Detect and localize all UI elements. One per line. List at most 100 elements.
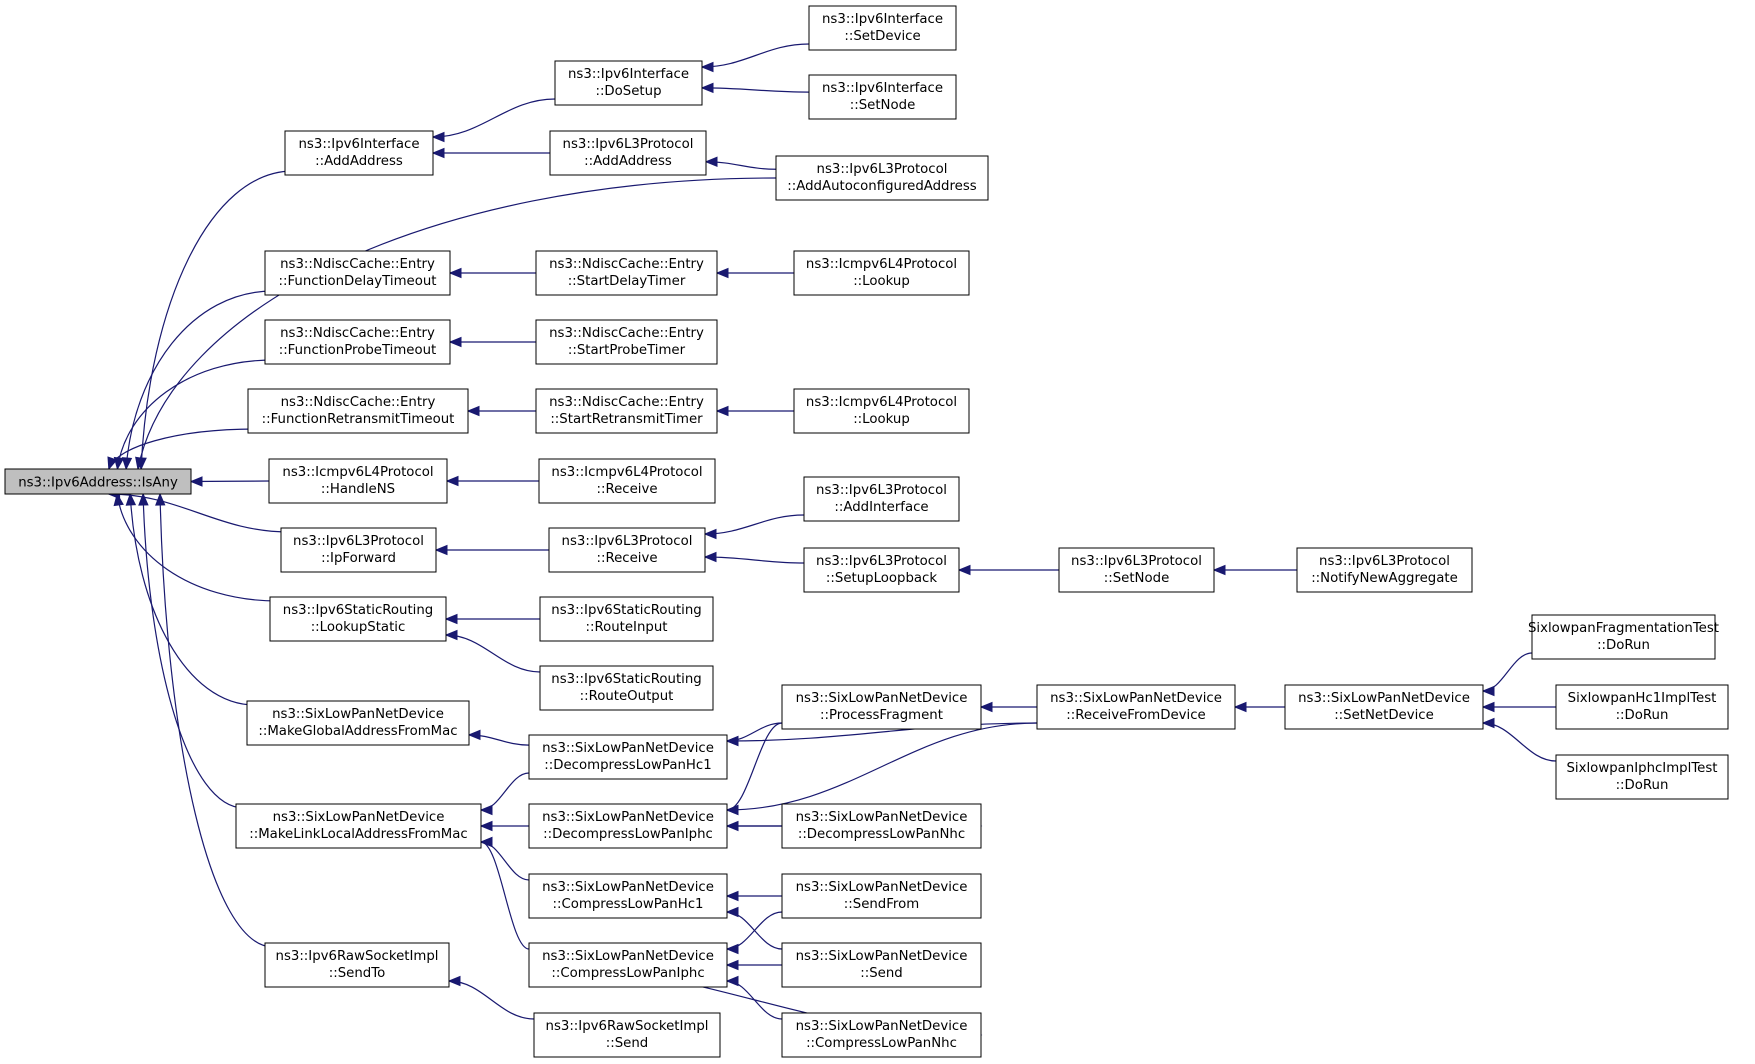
node-class-label: ns3::NdiscCache::Entry xyxy=(280,326,435,341)
node-class-label: ns3::SixLowPanNetDevice xyxy=(1298,691,1470,706)
function-node[interactable]: ns3::Ipv6StaticRouting::RouteInput xyxy=(539,596,714,642)
node-box xyxy=(781,942,982,988)
function-node[interactable]: ns3::Ipv6RawSocketImpl::SendTo xyxy=(264,942,450,988)
node-box xyxy=(264,319,451,365)
node-class-label: ns3::Ipv6Interface xyxy=(299,137,420,152)
edge-n34-n35 xyxy=(479,820,529,832)
arrowhead xyxy=(431,147,445,159)
node-class-label: ns3::Ipv6L3Protocol xyxy=(1319,554,1450,569)
node-method-label: ::SendTo xyxy=(329,966,385,981)
function-node[interactable]: ns3::Ipv6L3Protocol::SetupLoopback xyxy=(803,547,960,593)
function-node[interactable]: ns3::SixLowPanNetDevice::DecompressLowPa… xyxy=(528,803,728,849)
function-node[interactable]: ns3::SixLowPanNetDevice::Send xyxy=(781,942,982,988)
node-method-label: ::SendFrom xyxy=(844,897,919,912)
arrowhead xyxy=(703,551,717,563)
node-class-label: ns3::SixLowPanNetDevice xyxy=(796,691,968,706)
node-box xyxy=(781,684,982,730)
node-class-label: ns3::Ipv6L3Protocol xyxy=(563,137,694,152)
function-node[interactable]: ns3::NdiscCache::Entry::StartDelayTimer xyxy=(535,250,718,296)
function-node[interactable]: SixlowpanHc1ImplTest::DoRun xyxy=(1555,684,1729,730)
node-class-label: ns3::NdiscCache::Entry xyxy=(549,395,704,410)
node-method-label: ::AddAddress xyxy=(584,154,672,169)
edge-n7-n8 xyxy=(448,267,536,279)
node-box xyxy=(781,873,982,919)
node-class-label: ns3::SixLowPanNetDevice xyxy=(796,1019,968,1034)
function-node[interactable]: ns3::Ipv6L3Protocol::SetNode xyxy=(1058,547,1215,593)
node-box xyxy=(528,873,728,919)
function-node[interactable]: SixlowpanFragmentationTest::DoRun xyxy=(1528,614,1719,660)
node-class-label: ns3::Ipv6L3Protocol xyxy=(817,162,948,177)
function-node[interactable]: ns3::Ipv6L3Protocol::AddInterface xyxy=(803,476,960,522)
function-node[interactable]: ns3::SixLowPanNetDevice::ProcessFragment xyxy=(781,684,982,730)
node-box xyxy=(1555,754,1729,800)
node-method-label: ::SetNode xyxy=(1104,571,1170,586)
function-node[interactable]: ns3::NdiscCache::Entry::StartProbeTimer xyxy=(535,319,718,365)
edge-n13-n14 xyxy=(715,405,794,417)
node-class-label: ns3::SixLowPanNetDevice xyxy=(542,880,714,895)
function-node[interactable]: ns3::SixLowPanNetDevice::CompressLowPanH… xyxy=(528,873,728,919)
function-node[interactable]: ns3::NdiscCache::Entry::StartRetransmitT… xyxy=(535,388,718,434)
arrowhead xyxy=(725,890,739,902)
edge-line xyxy=(701,87,810,93)
node-box xyxy=(535,250,718,296)
node-method-label: ::IpForward xyxy=(321,551,396,566)
function-node[interactable]: ns3::Ipv6StaticRouting::RouteOutput xyxy=(539,665,714,711)
edge-root-n7 xyxy=(121,290,274,471)
function-node[interactable]: ns3::SixLowPanNetDevice::DecompressLowPa… xyxy=(528,734,728,780)
function-node[interactable]: ns3::Ipv6StaticRouting::LookupStatic xyxy=(269,596,447,642)
edge-n1-n5 xyxy=(431,147,550,159)
node-box xyxy=(1296,547,1473,593)
function-node[interactable]: ns3::Ipv6RawSocketImpl::Send xyxy=(533,1012,721,1058)
function-node[interactable]: ns3::NdiscCache::Entry::FunctionRetransm… xyxy=(247,388,469,434)
arrowhead xyxy=(725,906,739,918)
function-node[interactable]: ns3::Ipv6Interface::SetDevice xyxy=(808,5,957,51)
arrowhead xyxy=(121,457,133,471)
node-method-label: ::RouteOutput xyxy=(580,689,674,704)
node-class-label: ns3::SixLowPanNetDevice xyxy=(796,810,968,825)
function-node[interactable]: ns3::SixLowPanNetDevice::SetNetDevice xyxy=(1284,684,1484,730)
arrowhead xyxy=(1233,701,1247,713)
function-node[interactable]: ns3::Ipv6Interface::AddAddress xyxy=(284,130,434,176)
function-node[interactable]: ns3::Icmpv6L4Protocol::Lookup xyxy=(793,250,970,296)
node-method-label: ::AddAutoconfiguredAddress xyxy=(787,179,977,194)
edge-n20-n21 xyxy=(957,564,1059,576)
node-box xyxy=(1555,684,1729,730)
function-node[interactable]: ns3::SixLowPanNetDevice::CompressLowPanN… xyxy=(781,1012,982,1058)
function-node[interactable]: ns3::Ipv6Interface::DoSetup xyxy=(554,60,703,106)
function-node[interactable]: ns3::Ipv6L3Protocol::Receive xyxy=(548,527,706,573)
node-box xyxy=(268,458,448,504)
function-node[interactable]: SixlowpanIphcImplTest::DoRun xyxy=(1555,754,1729,800)
function-node[interactable]: ns3::SixLowPanNetDevice::ReceiveFromDevi… xyxy=(1036,684,1236,730)
edge-root-n42 xyxy=(155,492,274,948)
function-node[interactable]: ns3::Ipv6L3Protocol::AddAutoconfiguredAd… xyxy=(775,155,989,201)
function-node[interactable]: ns3::NdiscCache::Entry::FunctionProbeTim… xyxy=(264,319,451,365)
edge-root-n26 xyxy=(125,492,256,706)
edge-n35-n29 xyxy=(725,722,1038,816)
function-node[interactable]: ns3::Icmpv6L4Protocol::Lookup xyxy=(793,388,970,434)
edge-n29-n30 xyxy=(1233,701,1285,713)
edge-n39-n41 xyxy=(725,975,783,1020)
function-node[interactable]: ns3::Ipv6L3Protocol::AddAddress xyxy=(549,130,707,176)
node-box xyxy=(247,388,469,434)
function-node[interactable]: ns3::NdiscCache::Entry::FunctionDelayTim… xyxy=(264,250,451,296)
function-node[interactable]: ns3::Ipv6L3Protocol::NotifyNewAggregate xyxy=(1296,547,1473,593)
edge-n8-n9 xyxy=(715,267,794,279)
arrowhead xyxy=(113,492,124,507)
edge-root-n15 xyxy=(189,476,270,487)
node-method-label: ::HandleNS xyxy=(321,482,395,497)
function-node[interactable]: ns3::SixLowPanNetDevice::MakeGlobalAddre… xyxy=(246,700,470,746)
function-node[interactable]: ns3::Ipv6L3Protocol::IpForward xyxy=(280,527,437,573)
edge-n10-n11 xyxy=(448,336,536,348)
function-node[interactable]: ns3::SixLowPanNetDevice::CompressLowPanI… xyxy=(528,942,728,988)
function-node[interactable]: ns3::SixLowPanNetDevice::DecompressLowPa… xyxy=(781,803,982,849)
function-node[interactable]: ns3::SixLowPanNetDevice::SendFrom xyxy=(781,873,982,919)
function-node[interactable]: ns3::Icmpv6L4Protocol::HandleNS xyxy=(268,458,448,504)
node-method-label: ::FunctionDelayTimeout xyxy=(279,274,437,289)
edge-n26-n27 xyxy=(467,729,530,746)
function-node[interactable]: ns3::Icmpv6L4Protocol::Receive xyxy=(538,458,716,504)
node-box xyxy=(538,458,716,504)
function-node[interactable]: ns3::Ipv6Interface::SetNode xyxy=(808,74,957,120)
root-node[interactable]: ns3::Ipv6Address::IsAny xyxy=(4,468,192,495)
function-node[interactable]: ns3::SixLowPanNetDevice::MakeLinkLocalAd… xyxy=(235,803,482,849)
